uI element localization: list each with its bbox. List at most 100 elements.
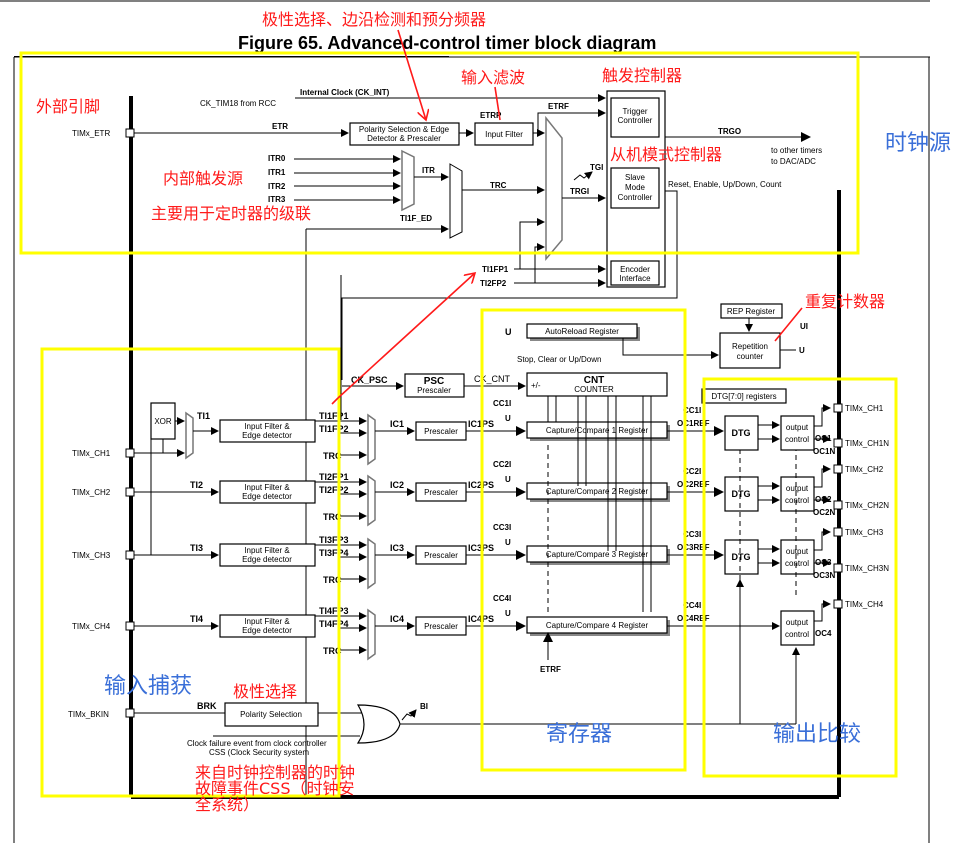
ck-psc-label: CK_PSC [351,375,388,385]
u-label-arr: U [505,327,512,337]
u-label: U [505,414,511,423]
timx-bkin-label: TIMx_BKIN [68,710,109,719]
svg-text:Input Filter &: Input Filter & [244,422,290,431]
svg-text:Controller: Controller [618,116,653,125]
ocn-label: OC2N [813,508,835,517]
output-pin[interactable] [833,464,843,474]
output-n-pin-label: TIMx_CH3N [845,564,889,573]
annot-polarity-edge-prescaler: 极性选择、边沿检测和预分频器 [262,10,486,29]
output-pin-label: TIMx_CH1 [845,404,884,413]
ic-mux [367,474,376,527]
svg-text:XOR: XOR [154,417,172,426]
ic-label: IC4 [390,614,404,624]
input-pin-ch3[interactable] [125,550,135,560]
output-pin-label: TIMx_CH4 [845,600,884,609]
registers-highlight [480,308,687,772]
cci-out-label: CC4I [683,601,701,610]
svg-text:Repetition: Repetition [732,342,768,351]
svg-text:+/-: +/- [531,381,541,390]
svg-text:Edge detector: Edge detector [242,492,292,501]
timx-etr-pin[interactable] [125,128,135,138]
output-n-pin[interactable] [833,438,843,448]
ic-label: IC2 [390,480,404,490]
annot-repetition-counter: 重复计数器 [805,292,885,311]
input-pin-label: TIMx_CH2 [72,488,111,497]
timx-bkin-pin[interactable] [125,708,135,718]
input-filter-edge-detector [219,480,316,504]
input-pin-ch2[interactable] [125,487,135,497]
annot-internal-trigger: 内部触发源 [163,169,243,188]
svg-text:Input Filter &: Input Filter & [244,617,290,626]
cci-label: CC1I [493,399,511,408]
capture-compare-register [526,545,668,563]
ocref-label: OC2REF [677,480,710,489]
fp-label-b: TI2FP2 [319,485,349,495]
u-label: U [505,475,511,484]
output-n-pin[interactable] [833,500,843,510]
ui-label: UI [800,322,808,331]
svg-text:control: control [785,435,809,444]
oc-label: OC4 [815,629,832,638]
svg-text:Mode: Mode [625,183,646,192]
trc-label: TRC [323,575,342,585]
internal-clock-label: Internal Clock (CK_INT) [300,88,390,97]
annot-css-line3: 全系统） [195,795,259,814]
clock-source-highlight [19,51,860,255]
etrf-bottom-label: ETRF [540,665,561,674]
svg-text:Capture/Compare 3 Register: Capture/Compare 3 Register [546,550,649,559]
ic-mux [367,608,376,661]
annot-output-compare: 输出比较 [773,722,861,747]
svg-text:AutoReload Register: AutoReload Register [545,327,619,336]
ti-label: TI2 [190,480,203,490]
ic-mux [367,537,376,590]
input-pin-ch4[interactable] [125,621,135,631]
fp-label-a: TI4FP3 [319,606,349,616]
svg-text:Prescaler: Prescaler [424,488,458,497]
itr-inputs: ITR0 ITR1 ITR2 ITR3 [268,154,401,204]
trigger-controller-block [610,97,660,138]
ic-mux [367,413,376,466]
input-filter-block [474,122,534,146]
svg-text:Slave: Slave [625,173,646,182]
cci-out-label: CC3I [683,530,701,539]
ocn-label: OC3N [813,571,835,580]
output-control-block [780,415,815,451]
etrp-label: ETRP [480,111,502,120]
output-pin[interactable] [833,599,843,609]
svg-text:Capture/Compare 4 Register: Capture/Compare 4 Register [546,621,649,630]
output-n-pin-label: TIMx_CH1N [845,439,889,448]
ocref-label: OC4REF [677,614,710,623]
output-pin[interactable] [833,527,843,537]
output-pin[interactable] [833,403,843,413]
svg-text:output: output [786,547,809,556]
fp-label-a: TI2FP1 [319,472,349,482]
trc-label: TRC [490,181,507,190]
input-filter-edge-detector [219,543,316,567]
or-gate [356,704,401,744]
xor-block [150,402,176,440]
annot-external-pins: 外部引脚 [36,97,100,116]
svg-text:Input Filter: Input Filter [485,130,523,139]
dtg-block [724,415,759,451]
css-label: CSS (Clock Security system [209,748,309,757]
cnt-counter-block [526,372,668,397]
rep-register [720,303,783,319]
svg-text:Edge detector: Edge detector [242,626,292,635]
svg-text:Trigger: Trigger [622,107,647,116]
ti-label: TI3 [190,543,203,553]
fp-label-b: TI3FP4 [319,548,349,558]
ck-tim18-label: CK_TIM18 from RCC [200,99,276,108]
output-n-pin[interactable] [833,563,843,573]
dtg-block [724,476,759,512]
cci-label: CC4I [493,594,511,603]
annot-slave-mode: 从机模式控制器 [610,145,722,164]
annot-css-line2: 故障事件CSS（时钟安 [195,779,355,798]
trc-label: TRC [323,512,342,522]
trigger-select-mux [449,163,463,239]
input-pin-label: TIMx_CH4 [72,622,111,631]
annot-input-filter: 输入滤波 [461,68,525,87]
input-pin-ch1[interactable] [125,448,135,458]
cci-label: CC2I [493,460,511,469]
ck-cnt-label: CK_CNT [474,374,511,384]
capture-compare-register [526,482,668,500]
